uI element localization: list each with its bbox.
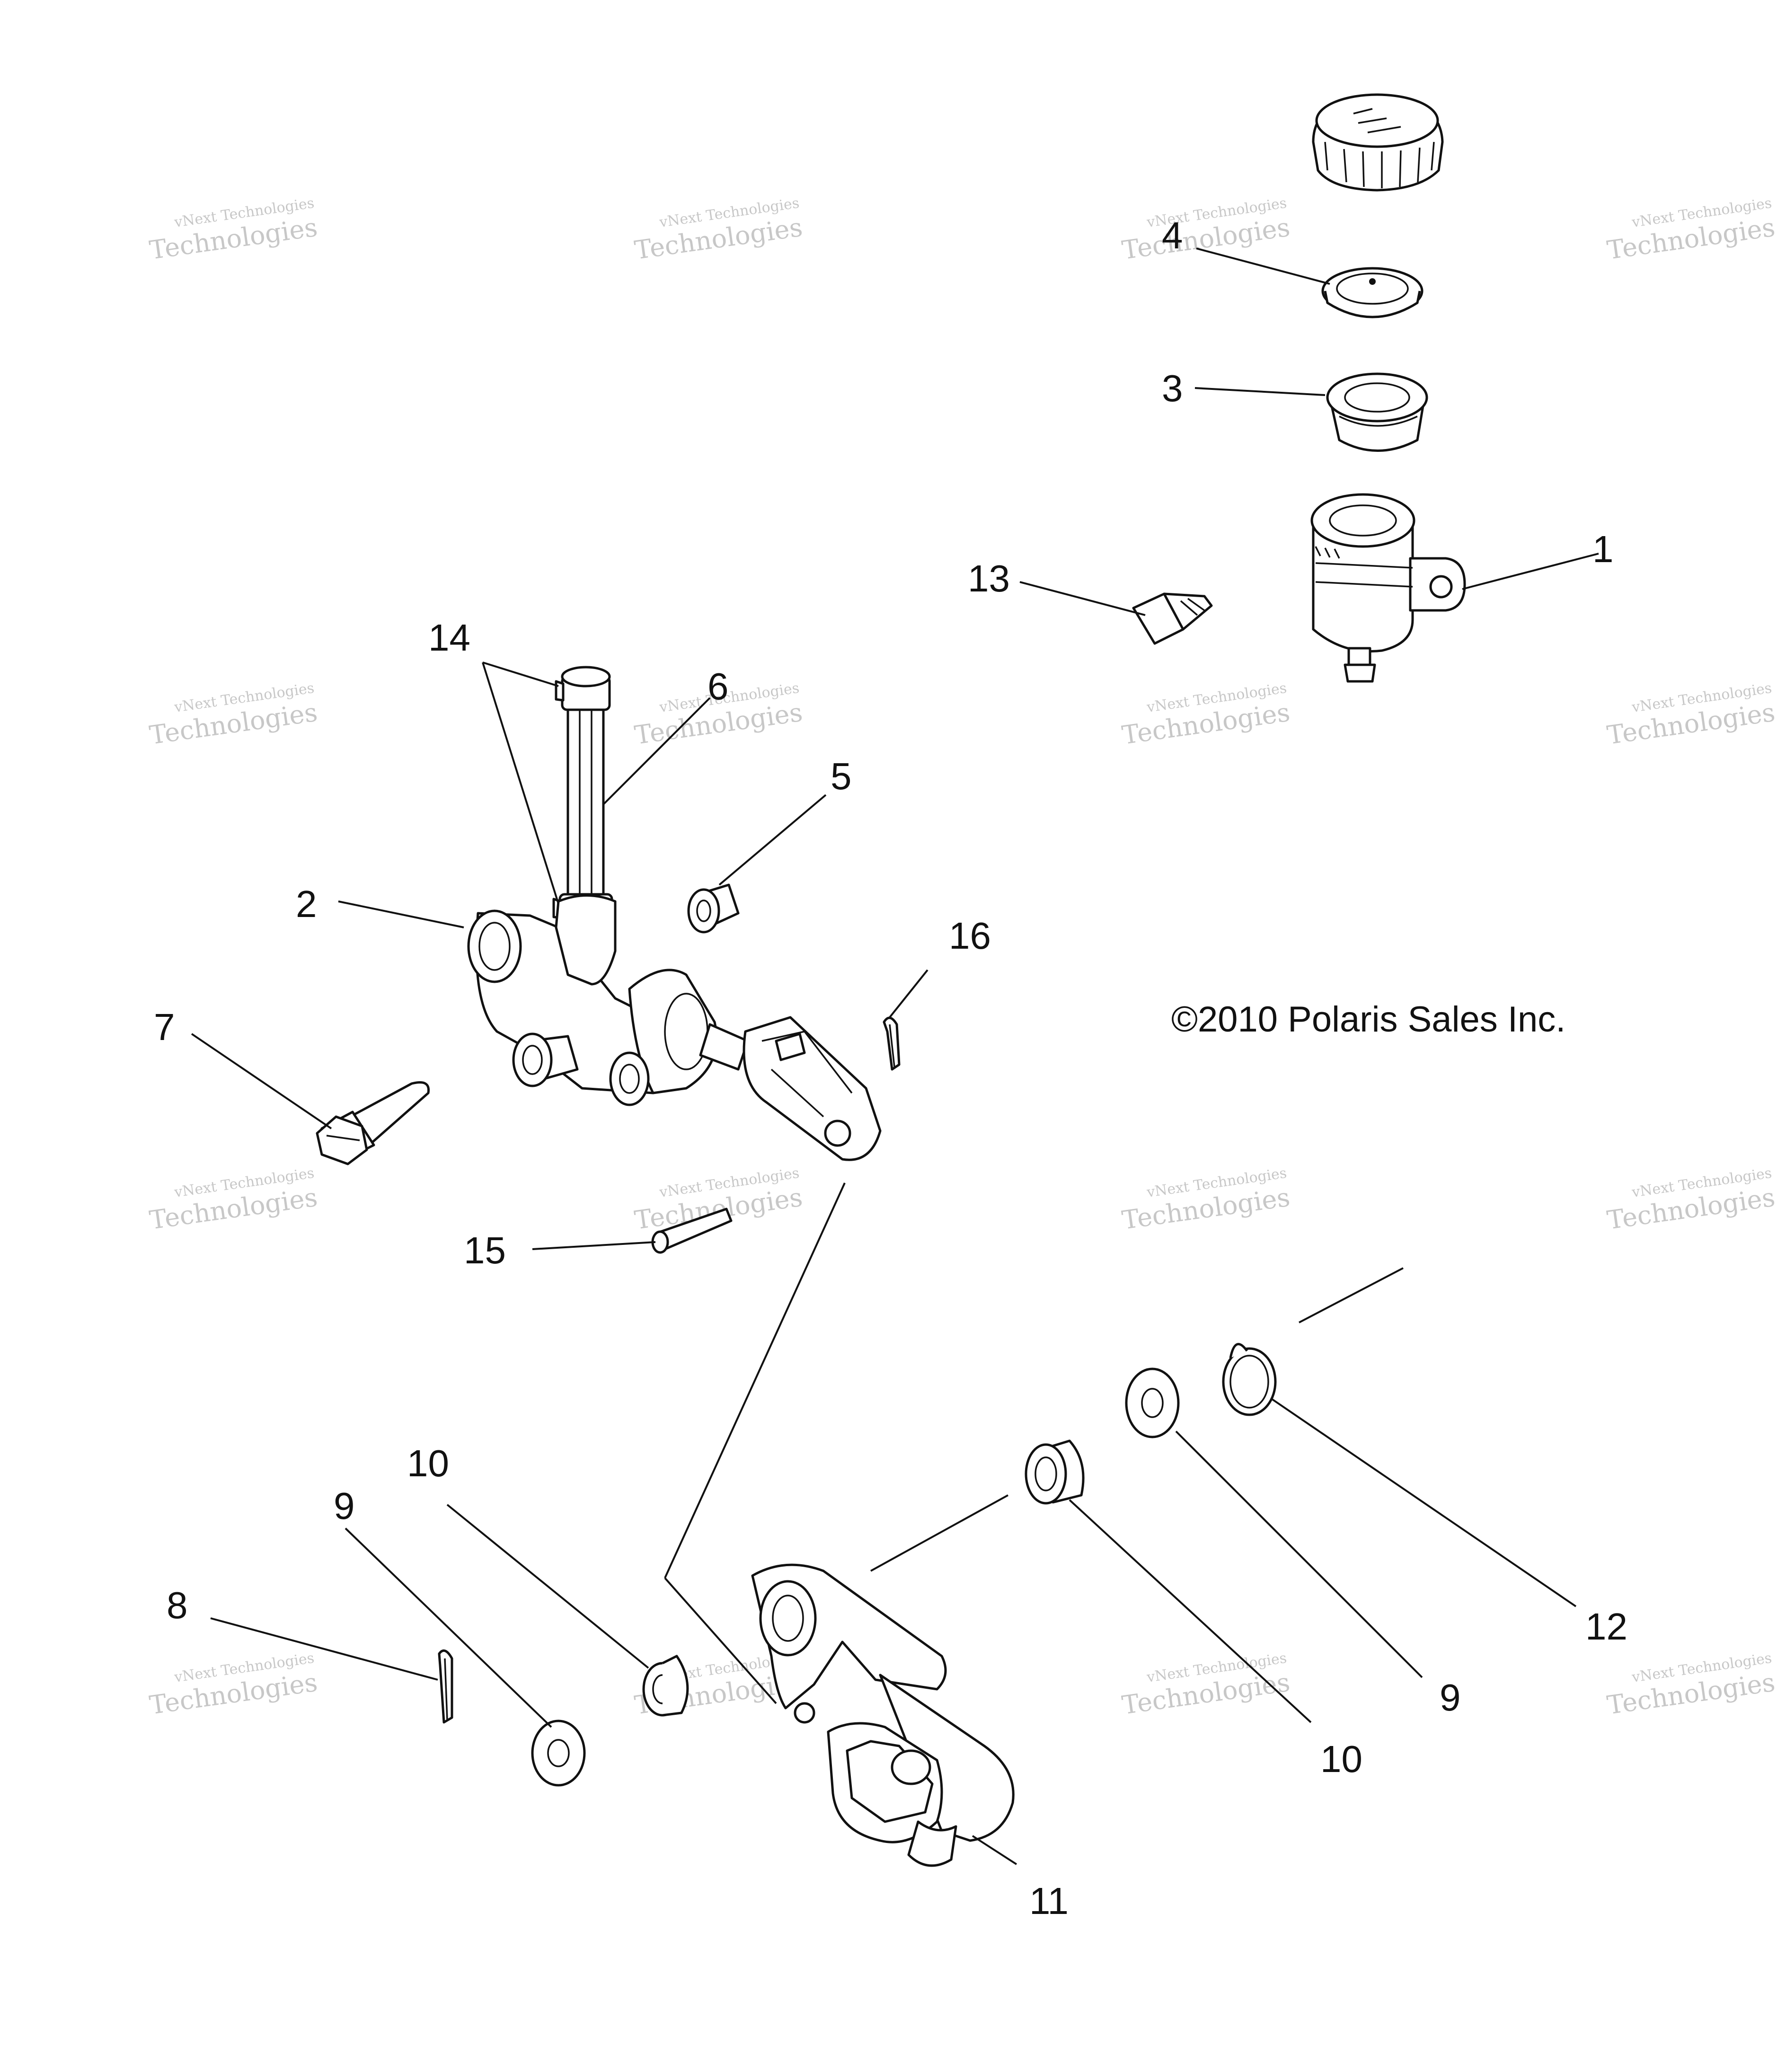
part-15-pin [651,1208,733,1254]
watermark: vNext Technologies Technologies [1605,1165,1777,1235]
callout-9-left: 9 [334,1485,355,1527]
part-9-washer-left [531,1719,586,1787]
callout-9-right: 9 [1440,1676,1461,1719]
part-2-master-cylinder [467,894,718,1106]
part-1-reservoir [1310,493,1466,683]
watermark: vNext Technologies Technologies [1120,680,1292,750]
callout-11: 11 [1029,1880,1069,1922]
callout-10-right: 10 [1320,1738,1362,1780]
part-9-washer-right [1125,1367,1180,1438]
part-5-grommet [687,883,740,934]
callout-16: 16 [949,915,991,957]
watermark: vNext Technologies Technologies [1605,195,1777,265]
watermark: vNext Technologies Technologies [1120,195,1292,265]
part-3-boot [1326,372,1428,452]
watermark: vNext Technologies Technologies [148,1650,319,1720]
part-12-spring-clip [1222,1343,1277,1416]
callout-labels: 1 2 3 4 5 6 7 8 9 9 10 10 11 12 13 14 15… [154,214,1627,1922]
callout-8: 8 [167,1584,188,1626]
callout-4: 4 [1162,214,1183,256]
watermark: vNext Technologies Technologies [1120,1165,1292,1235]
part-6-hose [566,699,605,905]
callout-7: 7 [154,1006,175,1048]
part-13-screw [1132,592,1213,645]
callout-5: 5 [831,755,852,797]
part-4-diaphragm [1321,267,1423,318]
leader-lines [191,247,1599,1865]
watermarks: vNext Technologies Technologies vNext Te… [148,195,1777,1720]
callout-15: 15 [464,1229,506,1271]
callout-6: 6 [707,665,729,707]
pushrod-clevis [699,1016,882,1161]
callout-13: 13 [968,557,1010,600]
part-10-bushing-left [642,1655,689,1717]
callout-14: 14 [428,617,470,659]
callout-12: 12 [1585,1605,1627,1648]
watermark: vNext Technologies Technologies [148,1165,319,1235]
callout-2: 2 [296,883,317,925]
callout-1: 1 [1592,528,1614,570]
part-11-pedal-bracket [751,1563,1015,1867]
watermark: vNext Technologies Technologies [1605,680,1777,750]
watermark: vNext Technologies Technologies [148,680,319,750]
watermark: vNext Technologies Technologies [633,195,805,265]
watermark: vNext Technologies Technologies [1605,1650,1777,1720]
reservoir-cap [1312,93,1444,192]
part-7-bolt [316,1081,430,1165]
callout-3: 3 [1162,367,1183,409]
part-14-clamp-upper [555,666,611,711]
watermark: vNext Technologies Technologies [1120,1650,1292,1720]
watermark: vNext Technologies Technologies [148,195,319,265]
part-8-cotter-pin [438,1649,453,1724]
callout-10-left: 10 [407,1442,449,1484]
copyright-notice: ©2010 Polaris Sales Inc. [1171,999,1565,1040]
part-10-bushing-right [1025,1439,1085,1505]
part-16-cotter-pin [883,1016,901,1071]
